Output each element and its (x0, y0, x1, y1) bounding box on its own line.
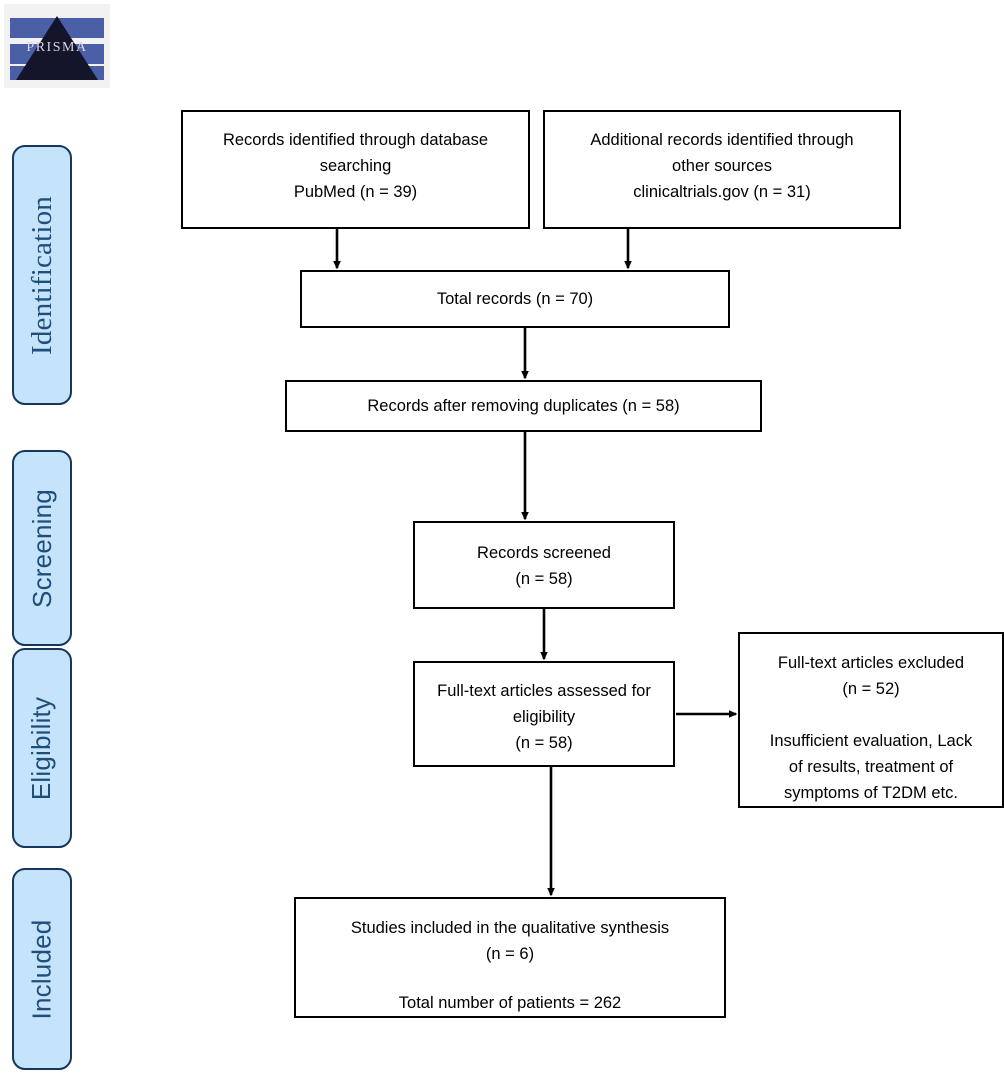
flow-box-fulltext-assessed: Full-text articles assessed for eligibil… (413, 661, 675, 767)
flow-box-fulltext-excluded: Full-text articles excluded (n = 52) Ins… (738, 632, 1004, 808)
box-database-line-3: PubMed (n = 39) (293, 183, 418, 201)
stage-bar-screening: Screening (12, 450, 72, 646)
box-screened-line-2: (n = 58) (515, 570, 573, 588)
box-database-line-1: Records identified through database (222, 131, 489, 149)
box-excluded-line-4: of results, treatment of (788, 758, 954, 776)
box-total-line-1: Total records (n = 70) (436, 290, 594, 308)
prisma-logo-graphic: PRISMA (4, 4, 110, 88)
prisma-logo: PRISMA (4, 4, 110, 88)
flow-box-total-records: Total records (n = 70) (300, 270, 730, 328)
stage-bar-identification: Identification (12, 145, 72, 405)
flow-box-studies-included: Studies included in the qualitative synt… (294, 897, 726, 1018)
box-database-line-2: searching (319, 157, 392, 175)
box-additional-line-2: other sources (672, 157, 772, 175)
box-duplicates-line-1: Records after removing duplicates (n = 5… (367, 397, 680, 415)
box-additional-line-1: Additional records identified through (590, 131, 854, 149)
box-included-line-2: (n = 6) (485, 945, 535, 963)
box-screened-line-1: Records screened (477, 544, 611, 562)
box-included-line-3: Total number of patients = 262 (398, 994, 622, 1012)
flow-box-records-screened: Records screened (n = 58) (413, 521, 675, 609)
stage-bar-eligibility: Eligibility (12, 648, 72, 848)
box-fulltext-line-2: eligibility (512, 708, 576, 726)
box-additional-line-3: clinicaltrials.gov (n = 31) (633, 183, 811, 201)
box-excluded-line-5: symptoms of T2DM etc. (784, 784, 958, 802)
box-excluded-line-1: Full-text articles excluded (777, 654, 965, 672)
flow-box-records-after-duplicates: Records after removing duplicates (n = 5… (285, 380, 762, 432)
box-included-line-1: Studies included in the qualitative synt… (350, 919, 670, 937)
flow-box-additional-records: Additional records identified through ot… (543, 110, 901, 229)
box-fulltext-line-1: Full-text articles assessed for (437, 682, 651, 700)
svg-text:PRISMA: PRISMA (26, 40, 87, 55)
box-fulltext-line-3: (n = 58) (515, 734, 573, 752)
flow-box-records-identified-database: Records identified through database sear… (181, 110, 530, 229)
stage-bar-included: Included (12, 868, 72, 1070)
box-excluded-line-2: (n = 52) (842, 680, 900, 698)
box-excluded-line-3: Insufficient evaluation, Lack (769, 732, 973, 750)
